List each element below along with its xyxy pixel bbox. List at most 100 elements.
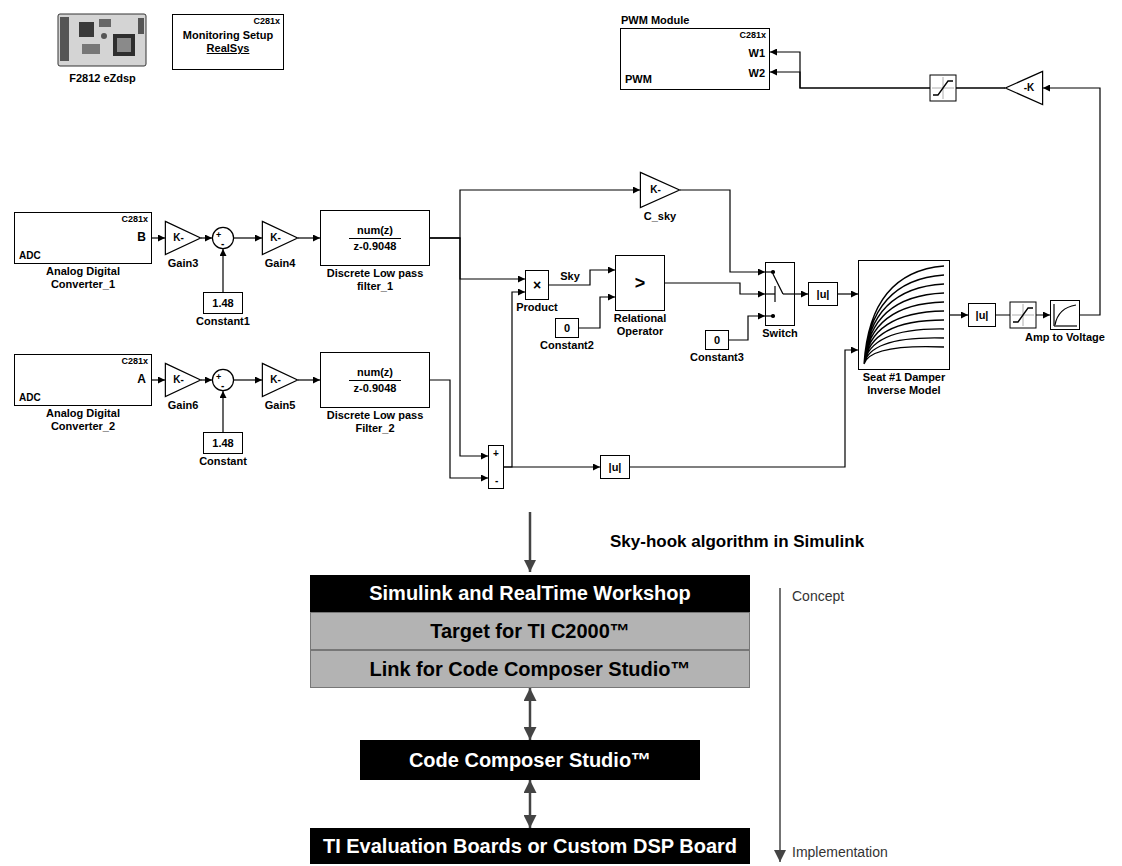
- block-name: Constant2: [534, 339, 600, 352]
- switch-block: Switch: [765, 262, 795, 326]
- signal-line: [950, 314, 968, 315]
- adc-block: C281xBADCAnalog Digital Converter_1: [14, 212, 152, 264]
- signal-line: [680, 190, 765, 272]
- sum-block: +-: [212, 227, 234, 249]
- block-name: Discrete Low pass Filter_2: [320, 409, 430, 434]
- gain-block: K-Gain4: [262, 221, 298, 255]
- stage-label: Concept: [792, 588, 844, 604]
- text-stack: |u|: [601, 456, 629, 478]
- stage-label: Implementation: [792, 844, 888, 860]
- signal-line: [838, 293, 858, 294]
- lookup-block: Amp to Voltage: [1050, 300, 1080, 330]
- flow-arrow: [529, 780, 532, 828]
- block-name: C_sky: [635, 210, 685, 223]
- text-stack: num(z)z-0.9048: [321, 353, 429, 407]
- block-text: TI Evaluation Boards or Custom DSP Board: [323, 835, 737, 858]
- block-text: z-0.9048: [354, 381, 397, 395]
- block-name: Analog Digital Converter_1: [23, 265, 143, 290]
- text-stack: |u|: [969, 304, 995, 326]
- signal-line: [152, 237, 165, 238]
- block-text: |u|: [609, 461, 622, 474]
- block-name: Amp to Voltage: [1020, 331, 1110, 344]
- abs-block: |u|: [968, 303, 996, 327]
- text-stack: 1.48: [204, 293, 242, 313]
- gain-block: K-Gain5: [262, 363, 298, 397]
- text-stack: |u|: [809, 283, 837, 305]
- signal-line: [430, 190, 640, 238]
- block-text: K-: [173, 374, 184, 386]
- signal-line: [1043, 88, 1100, 315]
- text-stack: num(z)z-0.9048: [321, 211, 429, 265]
- block-name: Constant: [188, 455, 258, 468]
- block-text: Target for TI C2000™: [430, 620, 630, 643]
- text-stack: TI Evaluation Boards or Custom DSP Board: [310, 828, 750, 864]
- abs-block: |u|: [600, 455, 630, 479]
- lookup-curve: [1054, 304, 1077, 326]
- abs-block: |u|: [808, 282, 838, 306]
- port-text: C281x: [121, 356, 148, 366]
- port-text: -: [221, 380, 224, 392]
- block-text: Simulink and RealTime Workshop: [369, 582, 691, 605]
- block-text: K-: [173, 232, 184, 244]
- block-name: Switch: [755, 327, 805, 340]
- signal-line: [201, 379, 212, 380]
- tool-band: Target for TI C2000™: [310, 612, 750, 650]
- signal-line: [549, 270, 615, 285]
- block-text: 0: [714, 334, 720, 347]
- relational-block: >Relational Operator: [615, 255, 665, 311]
- block-name: Seat #1 Damper Inverse Model: [854, 371, 954, 396]
- block-text: z-0.9048: [354, 239, 397, 253]
- signal-line: [430, 380, 488, 478]
- signal-label: Sky: [559, 270, 581, 283]
- port-text: ADC: [19, 392, 41, 404]
- text-stack: K-: [165, 221, 201, 255]
- diagram-caption: Sky-hook algorithm in Simulink: [610, 532, 864, 552]
- tool-band: Link for Code Composer Studio™: [310, 650, 750, 688]
- block-name: Gain6: [158, 399, 208, 412]
- signal-line: [504, 292, 525, 467]
- saturation-block: [930, 75, 956, 101]
- tool-band: Simulink and RealTime Workshop: [310, 575, 750, 612]
- saturation-block: [1010, 302, 1036, 328]
- signal-line: [579, 297, 615, 328]
- block-text: ×: [533, 277, 541, 293]
- port-text: +: [216, 230, 221, 240]
- block-text: Monitoring Setup: [183, 29, 273, 42]
- gain-block: -K: [1005, 71, 1043, 105]
- block-text: K-: [270, 374, 281, 386]
- text-stack: ×: [526, 271, 548, 299]
- text-stack: 1.48: [204, 433, 242, 453]
- port-text: PWM: [625, 73, 652, 86]
- port-text: +: [493, 448, 499, 460]
- signal-line: [222, 249, 223, 292]
- block-text: |u|: [817, 288, 830, 301]
- block-text: Link for Code Composer Studio™: [369, 658, 690, 681]
- filter-block: num(z)z-0.9048Discrete Low pass Filter_2: [320, 352, 430, 408]
- signal-line: [795, 293, 808, 294]
- gain-block: K-C_sky: [640, 172, 680, 208]
- flow-arrow: [529, 688, 532, 740]
- block-name: Product: [507, 301, 567, 314]
- block-text: 1.48: [212, 297, 233, 310]
- port-text: W1: [749, 47, 766, 60]
- signal-line: [630, 350, 858, 467]
- gain-block: K-Gain3: [165, 221, 201, 255]
- signal-line: [234, 379, 262, 380]
- port-text: C281x: [739, 30, 766, 40]
- constant-block: 0Constant3: [705, 330, 729, 350]
- switch-symbol: [765, 271, 795, 318]
- block-text: num(z): [349, 366, 401, 381]
- block-text: |u|: [976, 309, 989, 322]
- text-stack: K-: [262, 363, 298, 397]
- filter-block: num(z)z-0.9048Discrete Low pass filter_1: [320, 210, 430, 266]
- block-text: >: [635, 273, 646, 294]
- concept-arrow: [779, 588, 781, 862]
- damper-map-curves: [864, 266, 944, 364]
- signal-line: [234, 237, 262, 238]
- port-text: C281x: [121, 214, 148, 224]
- block-name: Analog Digital Converter_2: [23, 407, 143, 432]
- signal-line: [201, 237, 212, 238]
